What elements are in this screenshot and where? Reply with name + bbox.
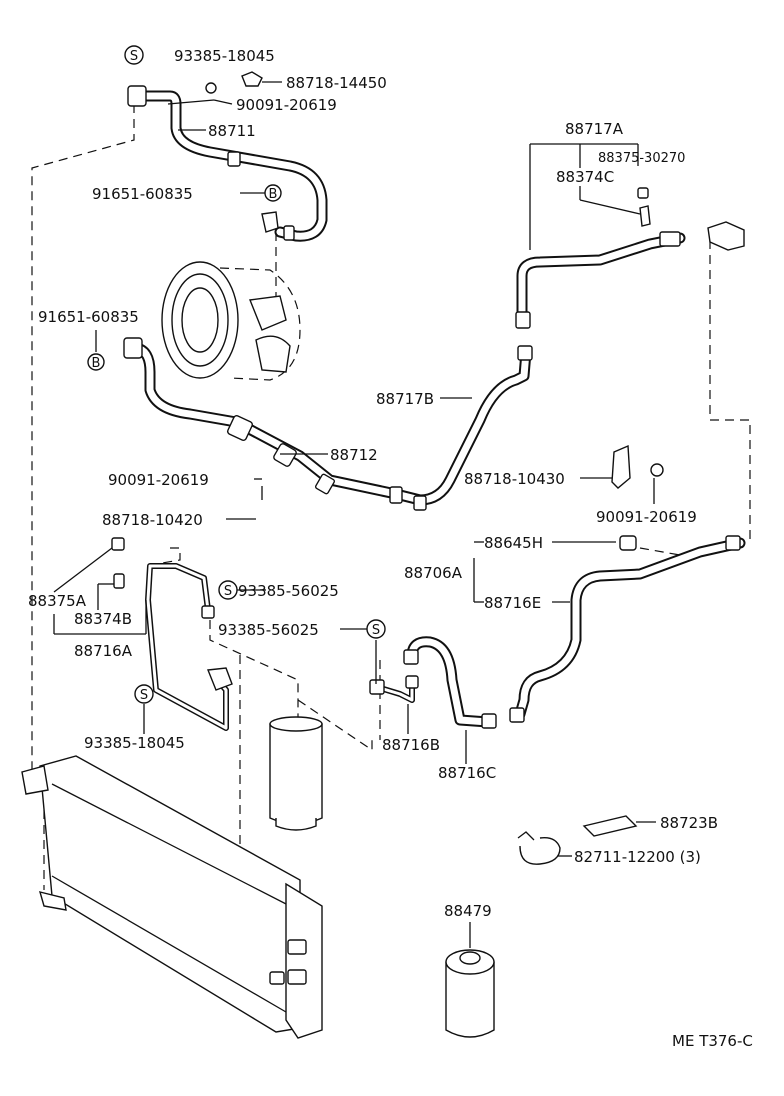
bracket-88718-10430 <box>611 444 664 489</box>
svg-text:B: B <box>92 356 101 371</box>
hose-88716C <box>403 636 497 729</box>
label-88716A: 88716A <box>74 642 133 660</box>
label-91651-60835-upper: 91651-60835 <box>92 185 193 203</box>
marker-b-upper: B <box>264 184 282 202</box>
pipe-88716A <box>111 537 233 731</box>
label-88716B: 88716B <box>382 736 440 754</box>
label-88717B: 88717B <box>376 390 434 408</box>
receiver-dryer <box>269 716 323 831</box>
label-82711-12200: 82711-12200 (3) <box>574 848 701 866</box>
marker-s-a: S <box>218 580 238 600</box>
label-88711: 88711 <box>208 122 256 140</box>
marker-s-top: S <box>124 45 144 65</box>
marker-s-b: S <box>366 619 386 639</box>
label-88718-10430: 88718-10430 <box>464 470 565 488</box>
label-90091-20619-right: 90091-20619 <box>596 508 697 526</box>
label-88479: 88479 <box>444 902 492 920</box>
tape-88723B <box>582 815 638 837</box>
svg-text:S: S <box>140 688 148 703</box>
label-88712: 88712 <box>330 446 378 464</box>
svg-text:S: S <box>372 623 380 638</box>
label-88718-10420: 88718-10420 <box>102 511 203 529</box>
clamp-82711 <box>517 831 561 865</box>
label-88375-30270: 88375-30270 <box>598 151 685 166</box>
marker-b-lower: B <box>87 353 105 371</box>
label-88375A: 88375A <box>28 592 87 610</box>
label-88717A: 88717A <box>565 120 624 138</box>
label-88716C: 88716C <box>438 764 496 782</box>
label-88645H: 88645H <box>484 534 543 552</box>
pipe-88717 <box>515 187 745 361</box>
label-88723B: 88723B <box>660 814 718 832</box>
leader-lines <box>53 81 656 948</box>
label-88374B: 88374B <box>74 610 132 628</box>
refrigerant-can-88479 <box>445 949 495 1038</box>
pipe-88716B <box>369 675 419 703</box>
suction-hose-88712 <box>123 337 532 511</box>
discharge-hose-88711 <box>127 85 328 242</box>
label-88716E: 88716E <box>484 594 541 612</box>
label-90091-20619-top: 90091-20619 <box>236 96 337 114</box>
label-93385-18045-bottom: 93385-18045 <box>84 734 185 752</box>
condenser <box>21 755 323 1039</box>
label-93385-18045-top: 93385-18045 <box>174 47 275 65</box>
label-88706A: 88706A <box>404 564 463 582</box>
top-fasteners <box>205 71 279 233</box>
compressor <box>161 261 301 381</box>
label-91651-60835-lower: 91651-60835 <box>38 308 139 326</box>
svg-text:S: S <box>130 49 138 64</box>
svg-text:S: S <box>224 584 232 599</box>
svg-text:B: B <box>269 187 278 202</box>
label-88374C: 88374C <box>556 168 614 186</box>
label-90091-20619-mid: 90091-20619 <box>108 471 209 489</box>
marker-s-bottom: S <box>134 684 154 704</box>
label-93385-56025-b: 93385-56025 <box>218 621 319 639</box>
pipe-88716E <box>509 535 746 723</box>
label-88718-14450: 88718-14450 <box>286 74 387 92</box>
label-ref-code: ME T376-C <box>672 1032 753 1050</box>
label-93385-56025-a: 93385-56025 <box>238 582 339 600</box>
